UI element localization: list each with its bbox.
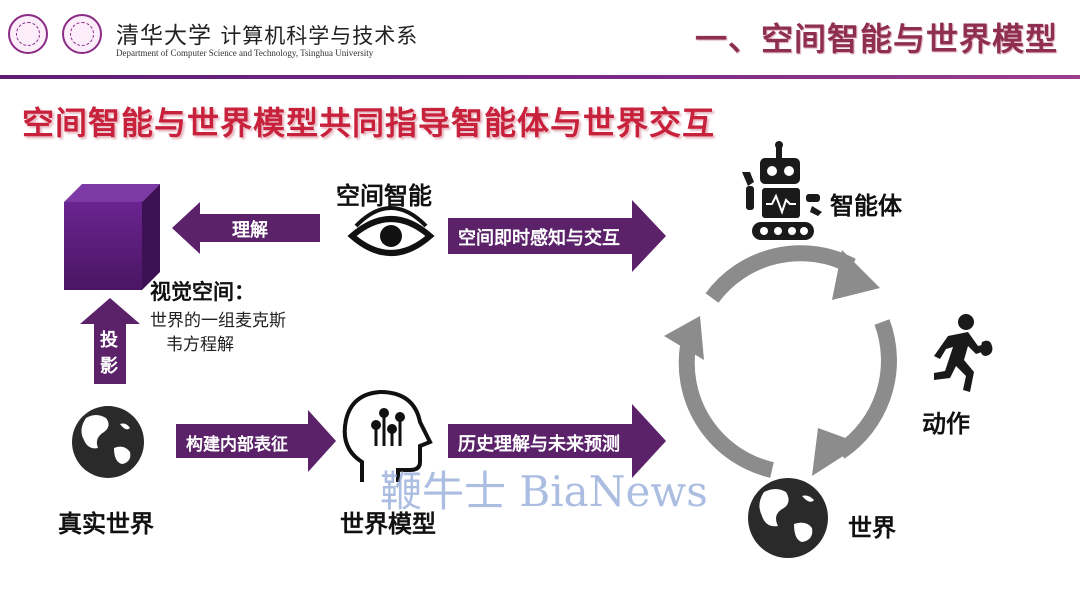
projection-arrow-label-1: 投: [100, 330, 118, 351]
eye-icon: [347, 206, 435, 256]
world-model-head-icon: [342, 389, 433, 482]
realtime-arrow-label: 空间即时感知与交互: [458, 228, 620, 249]
projection-arrow: [80, 298, 140, 384]
visual-space-cube-icon: [64, 184, 160, 290]
running-person-icon: [934, 314, 993, 392]
visual-space-desc-line-1: 世界的一组麦克斯: [150, 311, 286, 331]
world-globe-icon: [748, 478, 828, 558]
tsinghua-seal-logo: [8, 14, 48, 54]
understand-arrow: [172, 202, 320, 254]
realtime-perception-arrow: [448, 200, 666, 272]
action-label: 动作: [922, 410, 970, 438]
build-arrow-label: 构建内部表征: [186, 435, 288, 455]
department-english-name: Department of Computer Science and Techn…: [116, 48, 374, 58]
history-arrow-label: 历史理解与未来预测: [458, 434, 620, 455]
real-world-label: 真实世界: [58, 510, 154, 538]
header-divider: [0, 75, 1080, 79]
department-name-text: 计算机科学与技术系: [220, 24, 419, 48]
robot-agent-icon: [742, 141, 822, 240]
section-title: 一、空间智能与世界模型: [694, 20, 1058, 58]
projection-arrow-label-2: 影: [100, 356, 118, 377]
visual-space-desc-line-2: 韦方程解: [166, 335, 234, 355]
build-representation-arrow: [176, 410, 336, 472]
cycle-arrowheads: [664, 250, 880, 476]
world-label: 世界: [848, 514, 896, 542]
visual-space-title: 视觉空间：: [150, 280, 255, 304]
world-model-label: 世界模型: [340, 510, 436, 538]
bianews-watermark: 鞭牛士 BiaNews: [380, 467, 708, 516]
understand-arrow-label: 理解: [232, 220, 268, 241]
slide-title: 空间智能与世界模型共同指导智能体与世界交互: [22, 104, 716, 142]
department-seal-logo: [62, 14, 102, 54]
real-world-globe-icon: [72, 406, 144, 478]
agent-label: 智能体: [830, 192, 902, 220]
spatial-intelligence-label: 空间智能: [336, 182, 432, 210]
interaction-cycle-icon: [678, 245, 897, 478]
history-prediction-arrow: [448, 404, 666, 478]
university-name-text: 清华大学: [116, 23, 212, 49]
university-name: 清华大学 计算机科学与技术系: [116, 16, 418, 50]
